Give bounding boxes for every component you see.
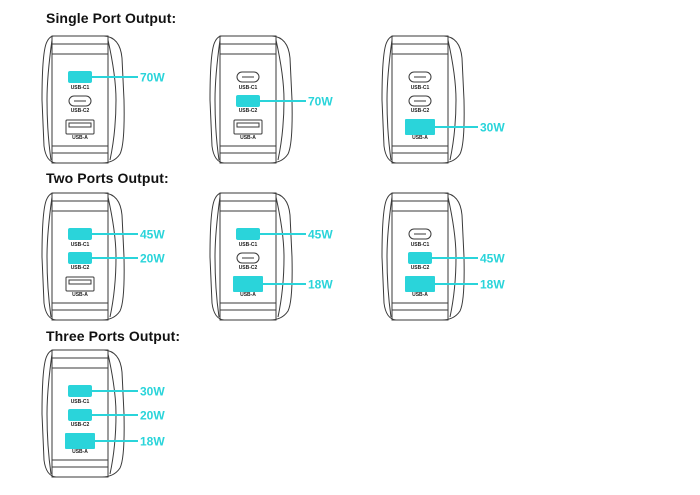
- charger-outline: [209, 192, 293, 321]
- usb-c1-label: USB-C1: [239, 85, 258, 91]
- usb-a-port-highlight: [233, 276, 263, 292]
- usb-c2-label: USB-C2: [411, 265, 430, 271]
- usb-c1-port-highlight: [236, 228, 260, 240]
- usb-c1-watt-label: 45W: [140, 228, 165, 242]
- section-title-three-ports: Three Ports Output:: [46, 328, 181, 344]
- usb-c1-label: USB-C1: [411, 85, 430, 91]
- usb-a-tongue: [68, 122, 92, 128]
- charger-outline: [381, 35, 465, 164]
- side-seam-left: [386, 196, 393, 318]
- usb-c1-label: USB-C1: [71, 242, 90, 248]
- usb-c2-port-highlight: [408, 252, 432, 264]
- usb-c2-watt-label: 45W: [480, 252, 505, 266]
- usb-c1-port-highlight: [68, 228, 92, 240]
- usb-c2-watt-label: 20W: [140, 252, 165, 266]
- usb-c1-port: [408, 71, 432, 83]
- usb-a-label: USB-A: [240, 292, 256, 298]
- section-title-two-ports: Two Ports Output:: [46, 170, 169, 186]
- charger-1-0: USB-C1 45W USB-C2 20W USB-A: [41, 192, 165, 321]
- side-seam-left: [386, 39, 393, 161]
- side-seam-right: [107, 39, 117, 161]
- usb-c1-port: [408, 228, 432, 240]
- usb-a-watt-label: 30W: [480, 121, 505, 135]
- usb-c1-watt-label: 30W: [140, 385, 165, 399]
- usb-a-port: [233, 119, 263, 135]
- usb-a-port-highlight: [405, 276, 435, 292]
- side-seam-left: [46, 196, 53, 318]
- usb-a-watt-label: 18W: [308, 278, 333, 292]
- front-plate: [219, 192, 277, 321]
- usb-a-label: USB-A: [72, 135, 88, 141]
- front-plate: [51, 35, 109, 164]
- usb-a-tongue: [236, 122, 260, 128]
- usb-c2-label: USB-C2: [71, 422, 90, 428]
- usb-a-tongue: [68, 279, 92, 285]
- usb-c2-port: [408, 95, 432, 107]
- usb-c1-label: USB-C1: [239, 242, 258, 248]
- usb-c2-port-highlight: [236, 95, 260, 107]
- usb-c1-watt-label: 70W: [140, 71, 165, 85]
- usb-c2-label: USB-C2: [239, 265, 258, 271]
- usb-a-port-highlight: [65, 433, 95, 449]
- front-plate: [51, 349, 109, 478]
- usb-c2-port: [68, 95, 92, 107]
- side-seam-right: [447, 39, 457, 161]
- side-seam-left: [214, 39, 221, 161]
- front-plate: [219, 35, 277, 164]
- usb-a-watt-label: 18W: [140, 435, 165, 449]
- usb-a-label: USB-A: [412, 292, 428, 298]
- usb-c2-port-highlight: [68, 409, 92, 421]
- usb-a-port: [65, 119, 95, 135]
- usb-a-port-highlight: [405, 119, 435, 135]
- usb-c1-port-highlight: [68, 385, 92, 397]
- usb-c1-label: USB-C1: [71, 399, 90, 405]
- usb-c1-port: [236, 71, 260, 83]
- usb-c1-label: USB-C1: [71, 85, 90, 91]
- front-plate: [391, 192, 449, 321]
- usb-a-port: [65, 276, 95, 292]
- front-plate: [391, 35, 449, 164]
- usb-a-label: USB-A: [240, 135, 256, 141]
- usb-c2-label: USB-C2: [71, 108, 90, 114]
- usb-c2-port: [236, 252, 260, 264]
- front-plate: [51, 192, 109, 321]
- side-seam-left: [46, 39, 53, 161]
- usb-a-label: USB-A: [412, 135, 428, 141]
- charger-2-0: USB-C1 30W USB-C2 20W USB-A 18W: [41, 349, 165, 478]
- usb-c2-port-highlight: [68, 252, 92, 264]
- usb-c1-label: USB-C1: [411, 242, 430, 248]
- usb-c1-watt-label: 45W: [308, 228, 333, 242]
- usb-a-label: USB-A: [72, 449, 88, 455]
- usb-a-label: USB-A: [72, 292, 88, 298]
- usb-c2-watt-label: 70W: [308, 95, 333, 109]
- usb-c2-label: USB-C2: [411, 108, 430, 114]
- side-seam-right: [275, 196, 285, 318]
- usb-c2-label: USB-C2: [239, 108, 258, 114]
- usb-c1-port-highlight: [68, 71, 92, 83]
- charger-outline: [41, 35, 125, 164]
- usb-c2-label: USB-C2: [71, 265, 90, 271]
- usb-a-watt-label: 18W: [480, 278, 505, 292]
- side-seam-left: [46, 353, 53, 475]
- section-title-single-port: Single Port Output:: [46, 10, 177, 26]
- usb-c2-watt-label: 20W: [140, 409, 165, 423]
- side-seam-left: [214, 196, 221, 318]
